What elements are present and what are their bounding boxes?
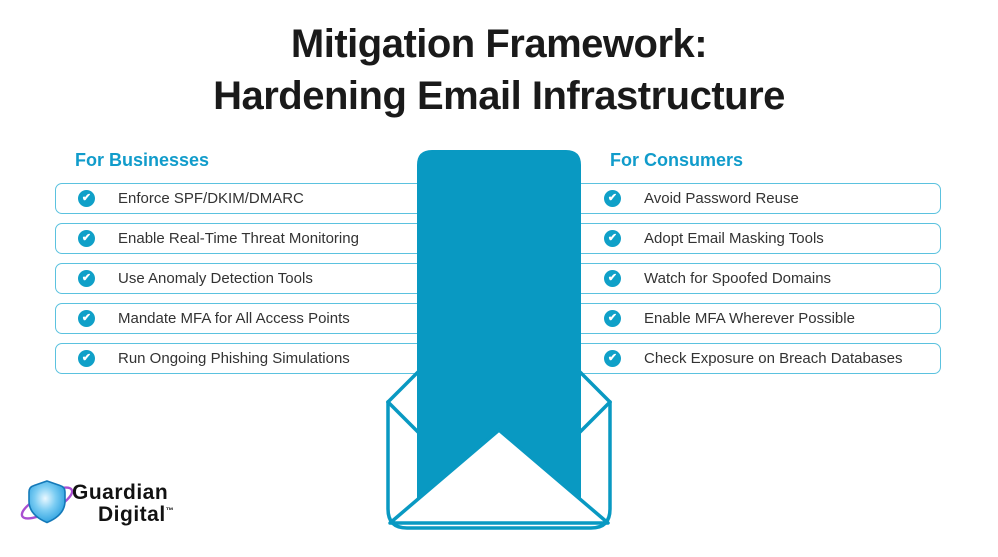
list-item-label: Enable MFA Wherever Possible <box>644 310 855 327</box>
title-line-2: Hardening Email Infrastructure <box>213 74 785 118</box>
check-icon: ✔ <box>604 190 621 207</box>
check-icon: ✔ <box>604 230 621 247</box>
envelope-slit-line-left <box>386 400 456 470</box>
check-icon: ✔ <box>78 350 95 367</box>
check-icon: ✔ <box>78 190 95 207</box>
envelope-front-fold <box>388 428 610 525</box>
list-item: ✔ Mandate MFA for All Access Points <box>55 303 465 334</box>
list-item: ✔ Avoid Password Reuse <box>560 183 941 214</box>
list-item-label: Use Anomaly Detection Tools <box>118 270 313 287</box>
list-item: ✔ Run Ongoing Phishing Simulations <box>55 343 465 374</box>
list-item-label: Adopt Email Masking Tools <box>644 230 824 247</box>
list-item: ✔ Enable Real-Time Threat Monitoring <box>55 223 465 254</box>
envelope-icon <box>386 400 612 530</box>
list-item-label: Watch for Spoofed Domains <box>644 270 832 287</box>
check-icon: ✔ <box>78 310 95 327</box>
businesses-checklist: ✔ Enforce SPF/DKIM/DMARC ✔ Enable Real-T… <box>55 183 465 383</box>
check-icon: ✔ <box>78 270 95 287</box>
check-icon: ✔ <box>604 310 621 327</box>
trademark-symbol: ™ <box>165 506 174 515</box>
list-item: ✔ Enable MFA Wherever Possible <box>560 303 941 334</box>
businesses-column-header: For Businesses <box>75 150 210 170</box>
list-item: ✔ Watch for Spoofed Domains <box>560 263 941 294</box>
check-icon: ✔ <box>604 350 621 367</box>
list-item-label: Enforce SPF/DKIM/DMARC <box>118 190 304 207</box>
logo-wordmark-line2: Digital™ <box>98 503 174 526</box>
envelope-slit-line-right <box>542 400 612 470</box>
list-item: ✔ Adopt Email Masking Tools <box>560 223 941 254</box>
list-item-label: Mandate MFA for All Access Points <box>118 310 350 327</box>
check-icon: ✔ <box>604 270 621 287</box>
consumers-checklist: ✔ Avoid Password Reuse ✔ Adopt Email Mas… <box>560 183 941 383</box>
list-item-label: Run Ongoing Phishing Simulations <box>118 350 350 367</box>
list-item: ✔ Enforce SPF/DKIM/DMARC <box>55 183 465 214</box>
consumers-column-header: For Consumers <box>610 150 744 170</box>
page-title: Mitigation Framework: Hardening Email In… <box>0 18 998 122</box>
list-item-label: Check Exposure on Breach Databases <box>644 350 903 367</box>
list-item-label: Enable Real-Time Threat Monitoring <box>118 230 359 247</box>
shield-icon <box>28 480 66 524</box>
list-item-label: Avoid Password Reuse <box>644 190 799 207</box>
title-line-1: Mitigation Framework: <box>290 22 708 66</box>
guardian-digital-logo <box>20 480 74 524</box>
list-item: ✔ Use Anomaly Detection Tools <box>55 263 465 294</box>
logo-wordmark-line1: Guardian <box>72 481 169 504</box>
check-icon: ✔ <box>78 230 95 247</box>
list-item: ✔ Check Exposure on Breach Databases <box>560 343 941 374</box>
